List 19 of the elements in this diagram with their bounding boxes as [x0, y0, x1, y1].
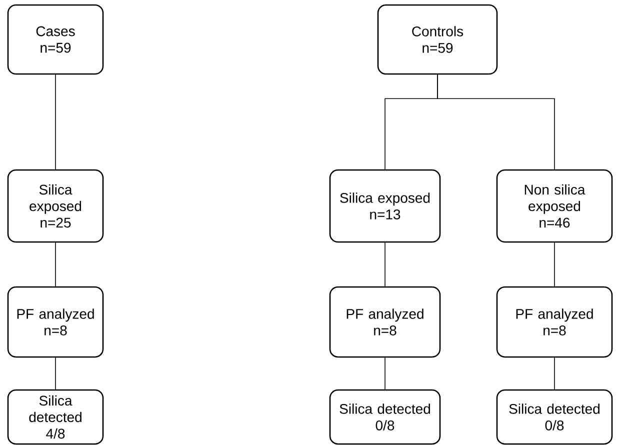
process-box: Silica detected 0/8 — [496, 389, 613, 445]
process-box: Silica exposed n=25 — [7, 169, 104, 243]
connector-line — [55, 74, 56, 170]
connector-line — [554, 242, 555, 287]
connector-line — [384, 357, 386, 390]
process-box: PF analyzed n=8 — [329, 286, 441, 358]
process-box: Controls n=59 — [377, 4, 498, 75]
process-box: PF analyzed n=8 — [7, 286, 104, 358]
process-box: Silica detected 4/8 — [7, 389, 104, 445]
process-box: Non silica exposed n=46 — [496, 169, 613, 243]
process-box: PF analyzed n=8 — [496, 286, 613, 358]
connector-line — [437, 74, 555, 170]
connector-line — [384, 242, 386, 287]
connector-line — [55, 242, 56, 287]
connector-line — [55, 357, 56, 390]
connector-line — [554, 357, 555, 390]
process-box: Silica exposed n=13 — [329, 169, 441, 243]
process-box: Silica detected 0/8 — [329, 389, 441, 445]
process-box: Cases n=59 — [7, 4, 104, 75]
